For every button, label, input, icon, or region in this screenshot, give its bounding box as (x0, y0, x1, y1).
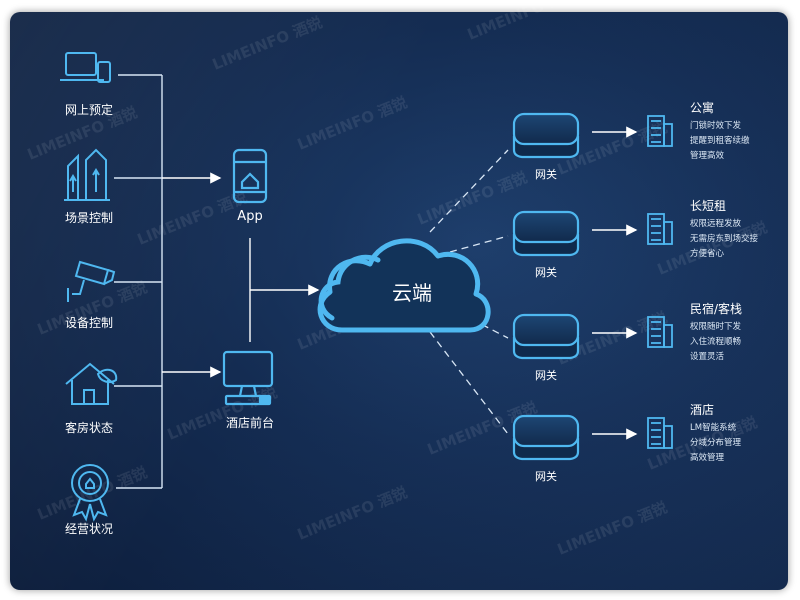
destination-description-line: 门锁时效下发 (690, 120, 742, 131)
app-label: App (237, 209, 262, 224)
destination-description-line: LM智能系统 (690, 422, 737, 433)
gateway-label: 网关 (535, 368, 557, 382)
award-ribbon-icon (71, 464, 109, 522)
watermark-text: LIMEINFO 酒锐 (135, 188, 250, 248)
destination-title: 民宿/客栈 (690, 301, 742, 316)
left-label-online-booking: 网上预定 (65, 102, 113, 117)
building-icon (647, 115, 673, 147)
left-label-device-control: 设备控制 (65, 316, 113, 330)
gateway-device-icon (512, 313, 580, 360)
destination-title: 酒店 (690, 403, 714, 417)
gateway-label: 网关 (535, 469, 557, 483)
camera-icon (67, 260, 116, 302)
cloud-icon (317, 238, 491, 333)
left-label-room-status: 客房状态 (65, 420, 113, 435)
building-icon (647, 417, 673, 449)
monitor-icon (222, 350, 274, 406)
gateway-destination-arrows (592, 126, 638, 440)
left-connector-lines (114, 74, 163, 489)
building-icon (647, 316, 673, 348)
destination-description-line: 方便省心 (690, 248, 725, 259)
watermark-text: LIMEINFO 酒锐 (165, 383, 280, 443)
destination-description-line: 提醒到租客续缴 (690, 135, 750, 146)
front-desk-label: 酒店前台 (226, 415, 274, 430)
destination-description-line: 分域分布管理 (690, 437, 742, 448)
destination-description-line: 权限远程发放 (690, 218, 742, 229)
watermark-text: LIMEINFO 酒锐 (295, 93, 410, 153)
house-leaf-icon (65, 362, 118, 405)
gateway-device-icon (512, 210, 580, 257)
watermark-text: LIMEINFO 酒锐 (295, 483, 410, 543)
building-arrows-icon (64, 148, 110, 201)
left-label-scene-control: 场景控制 (65, 211, 113, 225)
watermark-text: LIMEINFO 酒锐 (465, 0, 580, 44)
phone-icon (232, 148, 268, 204)
destination-description-line: 权限随时下发 (690, 321, 742, 332)
gateway-device-icon (512, 112, 580, 159)
destination-description-line: 设置灵活 (690, 351, 725, 362)
gateway-label: 网关 (535, 265, 557, 279)
destination-description-line: 管理高效 (690, 150, 725, 161)
destination-title: 公寓 (690, 100, 714, 115)
destination-title: 长短租 (690, 199, 726, 213)
destination-description-line: 无需房东到场交接 (690, 233, 759, 244)
cloud-gateway-links (429, 149, 509, 435)
destination-description-line: 高效管理 (690, 452, 725, 463)
destination-description-line: 入住流程顺畅 (690, 336, 742, 347)
laptop-phone-icon (60, 52, 111, 83)
middle-arrows (162, 172, 320, 378)
gateway-label: 网关 (535, 167, 557, 181)
left-label-business-status: 经营状况 (65, 522, 113, 536)
watermark-text: LIMEINFO 酒锐 (210, 13, 325, 73)
destination-group: 公寓门锁时效下发提醒到租客续缴管理高效长短租权限远程发放无需房东到场交接方便省心… (647, 100, 759, 463)
building-icon (647, 213, 673, 245)
gateway-device-icon (512, 414, 580, 461)
cloud-label: 云端 (392, 281, 432, 305)
watermark-text: LIMEINFO 酒锐 (555, 498, 670, 558)
watermark-text: LIMEINFO 酒锐 (415, 168, 530, 228)
